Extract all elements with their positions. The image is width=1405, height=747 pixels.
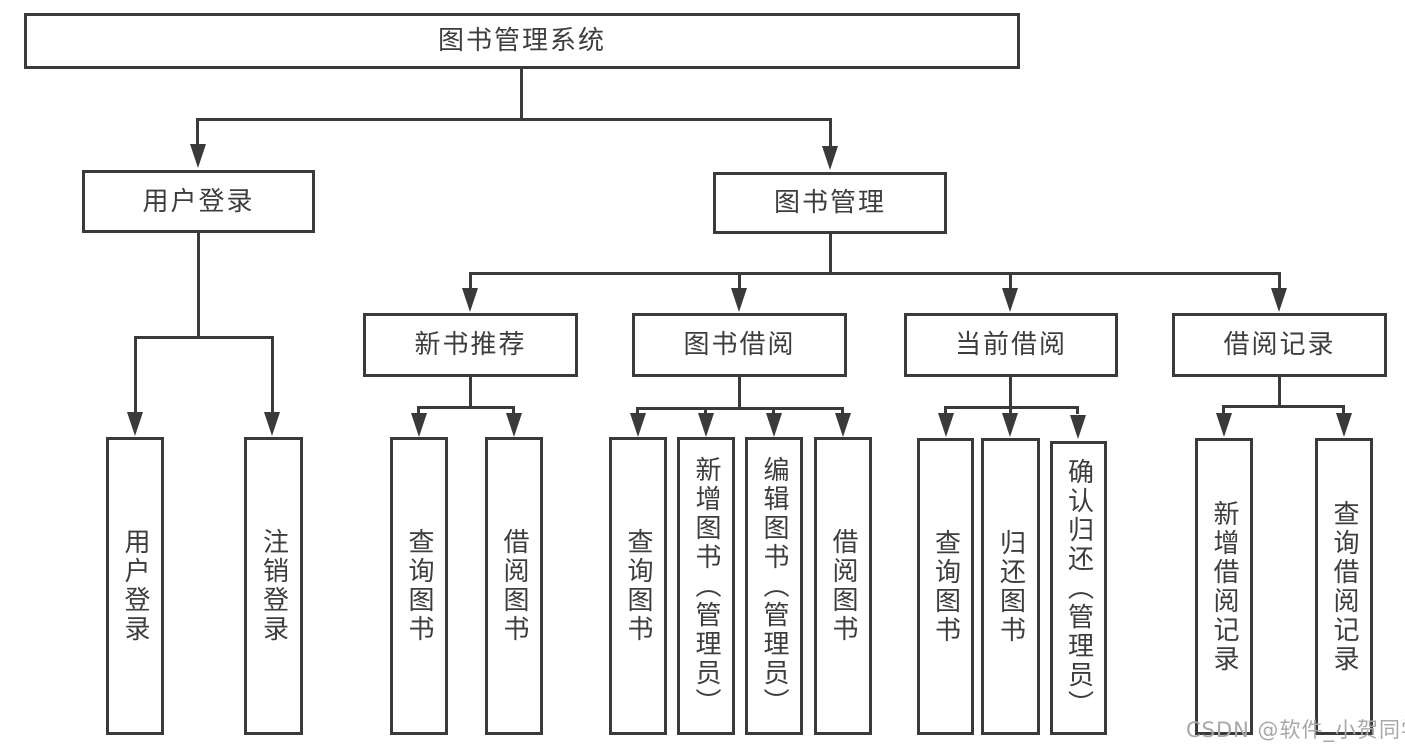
arrowhead-icon xyxy=(630,413,646,437)
connector-root-stem xyxy=(520,69,523,118)
node-query-books-recommend: 查询图书 xyxy=(390,437,448,735)
connector-drop xyxy=(829,118,832,146)
connector-drop xyxy=(772,407,775,414)
connector-drop xyxy=(134,336,137,414)
node-query-books-borrowing: 查询图书 xyxy=(609,437,667,735)
arrowhead-icon xyxy=(1002,288,1018,312)
node-borrow-books-recommend: 借阅图书 xyxy=(485,437,543,735)
node-current-borrowing: 当前借阅 xyxy=(904,313,1118,377)
connector-drop xyxy=(469,272,472,290)
node-add-books-admin: 新增图书（管理员） xyxy=(677,437,735,735)
arrowhead-icon xyxy=(731,288,747,312)
connector-drop xyxy=(196,118,199,146)
arrowhead-icon xyxy=(462,288,478,312)
node-return-books: 归还图书 xyxy=(981,438,1040,735)
connector-rail xyxy=(636,407,843,410)
arrowhead-icon xyxy=(698,413,714,437)
connector-drop xyxy=(704,407,707,414)
connector-rail xyxy=(469,272,1281,275)
connector-stem xyxy=(829,234,832,272)
node-query-books-current: 查询图书 xyxy=(917,438,974,735)
csdn-watermark: CSDN @软件_小贺同学 xyxy=(1186,718,1405,742)
connector-drop xyxy=(1222,405,1225,414)
node-query-borrow-record: 查询借阅记录 xyxy=(1315,438,1373,735)
connector-drop xyxy=(1076,406,1079,414)
arrowhead-icon xyxy=(190,144,206,168)
arrowhead-icon xyxy=(1271,288,1287,312)
arrowhead-icon xyxy=(938,413,954,437)
connector-drop xyxy=(1009,406,1012,414)
arrowhead-icon xyxy=(411,413,427,437)
node-user-login-leaf: 用户登录 xyxy=(106,437,164,735)
node-confirm-return-admin: 确认归还（管理员） xyxy=(1050,441,1107,735)
node-new-book-recommend: 新书推荐 xyxy=(363,313,578,377)
arrowhead-icon xyxy=(822,146,838,170)
connector-stem xyxy=(1009,377,1012,406)
connector-rail xyxy=(134,336,273,339)
connector-stem xyxy=(738,377,741,407)
arrowhead-icon xyxy=(1070,415,1086,439)
arrowhead-icon xyxy=(835,413,851,437)
connector-drop xyxy=(636,407,639,414)
node-user-login: 用户登录 xyxy=(82,170,315,233)
connector-root-rail xyxy=(196,118,832,121)
node-logout-leaf: 注销登录 xyxy=(244,437,303,735)
connector-drop xyxy=(738,272,741,290)
connector-drop xyxy=(1009,272,1012,290)
node-edit-books-admin: 编辑图书（管理员） xyxy=(745,437,803,735)
connector-drop xyxy=(271,336,274,414)
node-book-management: 图书管理 xyxy=(713,172,947,234)
arrowhead-icon xyxy=(1216,413,1232,437)
node-library-management-system: 图书管理系统 xyxy=(24,13,1020,69)
connector-drop xyxy=(417,406,420,414)
connector-stem xyxy=(469,377,472,406)
connector-drop xyxy=(944,406,947,414)
connector-drop xyxy=(1278,272,1281,290)
arrowhead-icon xyxy=(506,413,522,437)
arrowhead-icon xyxy=(1336,413,1352,437)
connector-drop xyxy=(512,406,515,414)
connector-rail xyxy=(417,406,515,409)
connector-rail xyxy=(1222,405,1344,408)
node-borrow-books-leaf: 借阅图书 xyxy=(814,437,872,735)
connector-stem xyxy=(1278,377,1281,405)
connector-stem xyxy=(197,233,200,336)
node-borrow-records: 借阅记录 xyxy=(1172,313,1387,377)
arrowhead-icon xyxy=(1002,413,1018,437)
arrowhead-icon xyxy=(127,412,143,436)
node-book-borrowing: 图书借阅 xyxy=(632,313,847,377)
connector-drop xyxy=(841,407,844,414)
arrowhead-icon xyxy=(766,413,782,437)
arrowhead-icon xyxy=(264,412,280,436)
connector-drop xyxy=(1342,405,1345,414)
node-add-borrow-record: 新增借阅记录 xyxy=(1195,438,1253,735)
